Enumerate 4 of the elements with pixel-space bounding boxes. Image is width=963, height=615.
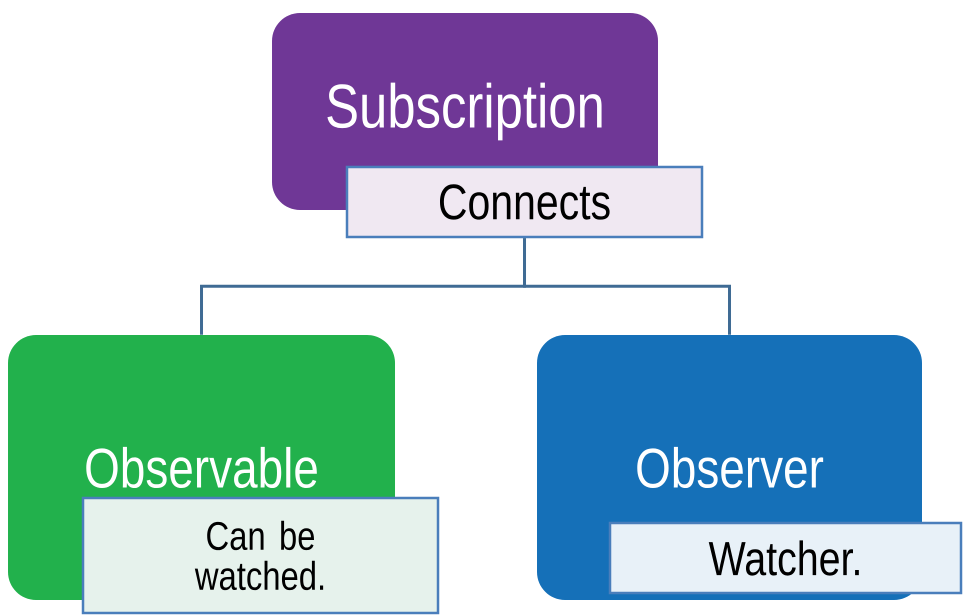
label-box: Connects [346,166,704,238]
connector-line [523,238,731,335]
label-box: Watcher. [608,522,962,594]
label-box: Can be watched. [82,496,440,614]
